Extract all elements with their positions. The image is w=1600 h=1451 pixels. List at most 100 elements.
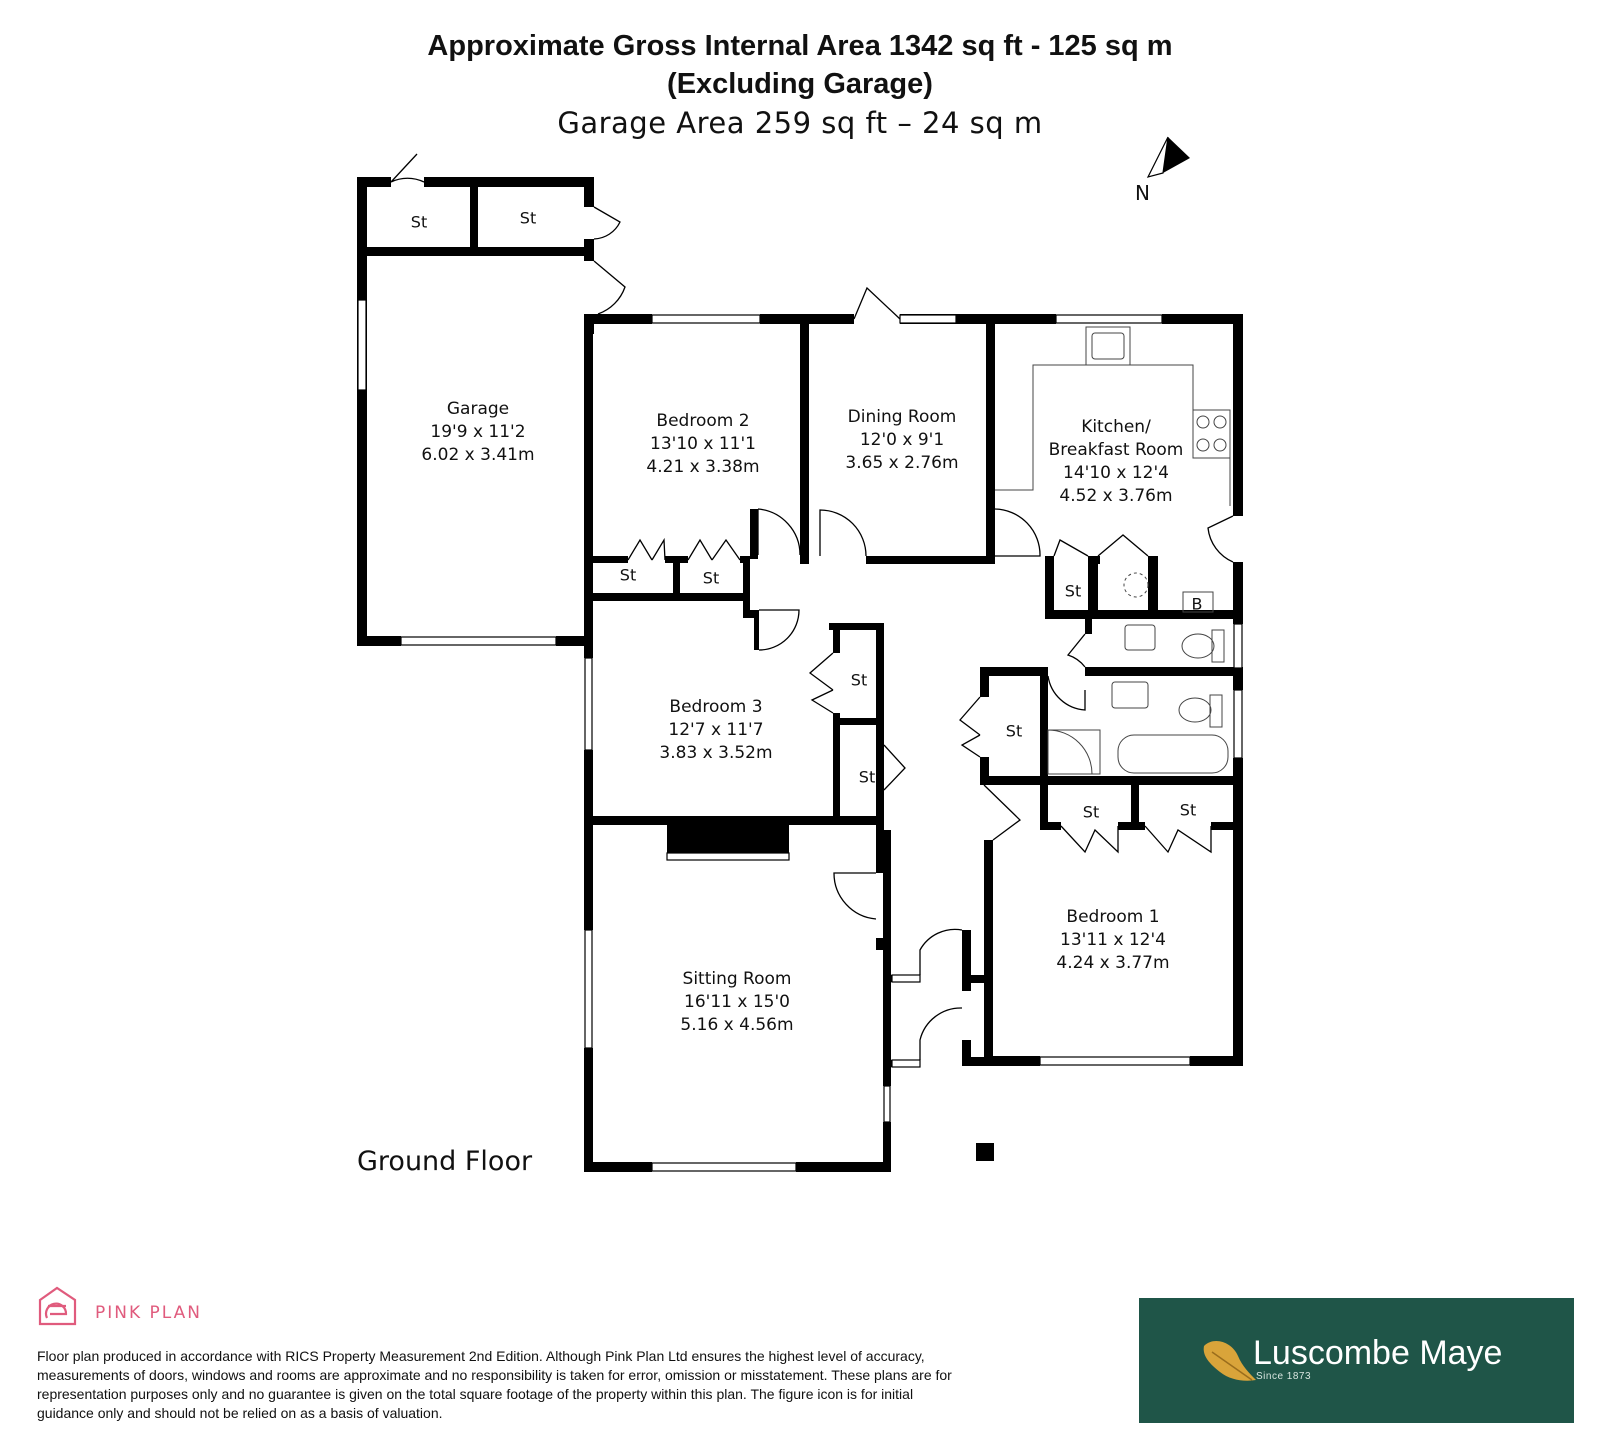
agent-since: Since 1873 [1256,1371,1312,1382]
wall [584,239,594,261]
wc [1181,633,1215,659]
wall [357,177,367,646]
wall [1162,314,1243,324]
window [651,1162,797,1172]
wall [1040,822,1048,830]
wall [584,1048,593,1172]
wall [1233,668,1243,690]
wall [367,247,586,256]
store-label: St [619,565,637,585]
wall [357,177,391,187]
wall [900,314,1056,324]
wall [1190,1056,1243,1066]
room-metric: 6.02 x 3.41m [421,445,535,465]
wall [1131,785,1139,830]
wall [1085,619,1092,634]
door [994,508,1041,557]
door [919,928,963,975]
window [357,299,367,391]
wall [1088,556,1098,618]
window [584,657,593,751]
room-metric: 4.24 x 3.77m [1056,953,1170,973]
wall [833,713,840,823]
area-title: Approximate Gross Internal Area 1342 sq … [427,30,1173,62]
wc-cistern [1211,629,1225,663]
door [1097,534,1149,557]
door [959,696,981,758]
hob-ring [1213,438,1227,452]
wall [984,1056,1040,1066]
door [627,537,666,561]
wall [883,830,891,1086]
wall [800,324,809,564]
floor-label: Ground Floor [357,1146,533,1177]
room-imperial: 13'11 x 12'4 [1060,930,1166,950]
window [584,929,593,1049]
door [758,609,800,651]
window [891,974,921,983]
door [808,652,834,714]
room-metric: 4.52 x 3.76m [1059,486,1173,506]
cylinder [1123,572,1149,598]
wall [980,667,1045,676]
door [819,509,867,557]
windows [357,299,1243,1172]
store-label: St [519,208,537,228]
bath [1117,734,1229,774]
wall [866,556,995,564]
north-arrow-icon [1146,136,1190,178]
room-bedroom-2: Bedroom 2 13'10 x 11'1 4.21 x 3.38m [646,410,759,479]
sink-bowl [1091,332,1125,360]
wall [829,623,884,630]
window [1233,689,1243,759]
garage-area: Garage Area 259 sq ft – 24 sq m [557,106,1043,140]
store-label: St [850,670,868,690]
room-garage: Garage 19'9 x 11'2 6.02 x 3.41m [421,398,534,467]
wall [876,623,884,823]
wall [584,1162,652,1172]
hob-ring [1196,438,1210,452]
store-label: St [702,568,720,588]
door [919,1007,963,1060]
boiler-label: B [1191,594,1203,614]
room-metric: 3.83 x 3.52m [659,743,773,763]
store-label: St [1179,800,1197,820]
doors [390,153,1234,1060]
wall [584,177,594,207]
wall [1085,667,1243,676]
wall [1040,822,1061,830]
wall [980,757,989,785]
door [883,744,906,791]
basin [1111,681,1149,709]
wall [1040,667,1048,783]
wall [470,187,478,247]
door [1047,675,1086,711]
wall [1148,556,1158,618]
wall [986,324,995,564]
room-bedroom-1: Bedroom 1 13'11 x 12'4 4.24 x 3.77m [1056,906,1169,975]
wall [966,975,984,983]
wall [876,938,884,950]
room-metric: 3.65 x 2.76m [845,453,959,473]
sink [1085,326,1131,366]
wall [556,636,593,646]
hob-ring [1196,415,1210,429]
room-sitting: Sitting Room 16'11 x 15'0 5.16 x 4.56m [680,968,793,1037]
wall [962,1040,971,1066]
room-name: Kitchen/ [1081,417,1151,437]
boiler [1182,591,1214,613]
fireplace [667,825,789,853]
hob [1192,409,1231,459]
window [891,1059,921,1068]
wall [883,1122,891,1172]
store-label: St [858,767,876,787]
room-name: Dining Room [847,407,957,427]
door [1066,633,1086,668]
wall [796,1162,891,1172]
room-kitchen: Kitchen/ Breakfast Room 14'10 x 12'4 4.5… [1049,416,1184,508]
door [687,538,741,561]
wall [754,610,759,650]
area-subtitle: (Excluding Garage) [667,68,933,100]
room-name: Bedroom 3 [669,697,763,717]
